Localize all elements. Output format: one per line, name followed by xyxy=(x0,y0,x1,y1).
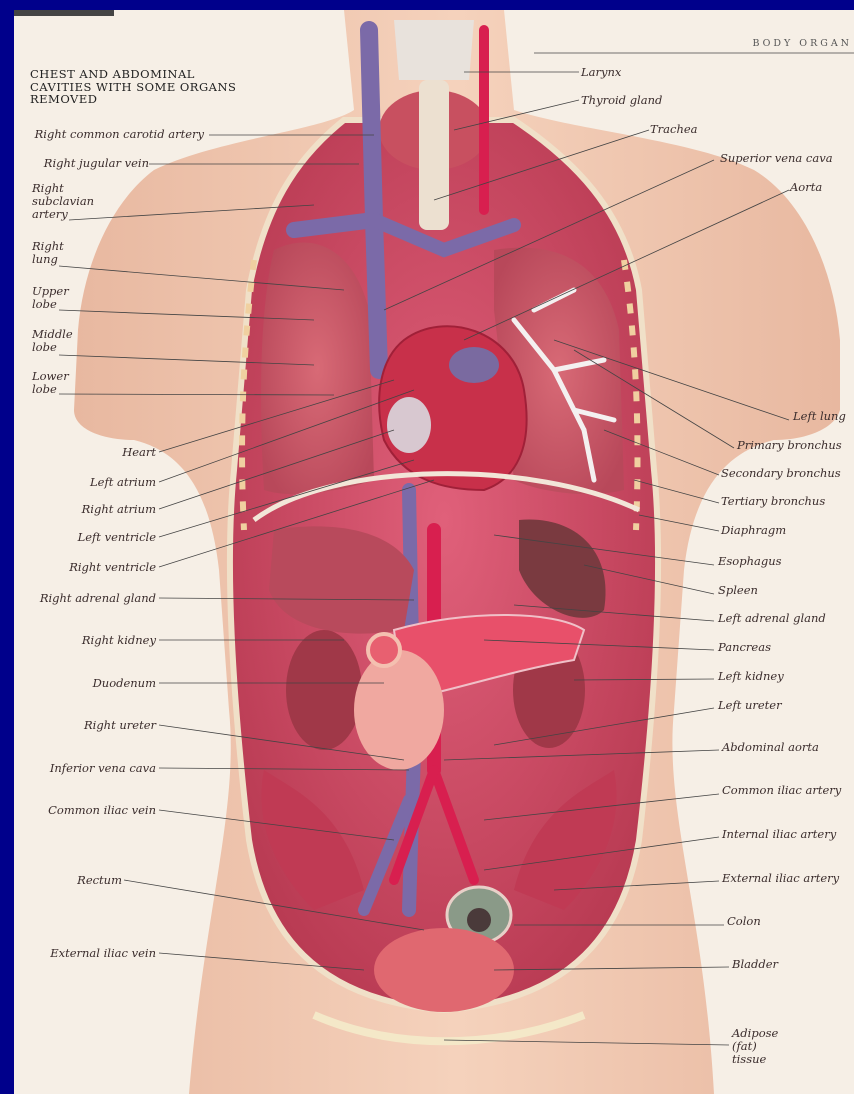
page-header: BODY ORGAN xyxy=(752,38,852,49)
label-right-subclavian-artery: Right subclavian artery xyxy=(32,182,82,221)
label-left-ureter: Left ureter xyxy=(718,699,782,712)
larynx-shape xyxy=(394,20,474,80)
label-larynx: Larynx xyxy=(581,66,621,79)
label-external-iliac-vein: External iliac vein xyxy=(50,947,156,960)
label-upper-lobe: Upper lobe xyxy=(32,285,77,311)
label-diaphragm: Diaphragm xyxy=(721,524,786,537)
label-internal-iliac-artery: Internal iliac artery xyxy=(722,828,836,841)
label-middle-lobe: Middle lobe xyxy=(32,328,82,354)
label-abdominal-aorta: Abdominal aorta xyxy=(722,741,819,754)
trachea-shape xyxy=(419,80,449,230)
label-lower-lobe: Lower lobe xyxy=(32,370,77,396)
label-external-iliac-artery: External iliac artery xyxy=(722,872,839,885)
label-right-common-carotid-artery: Right common carotid artery xyxy=(35,128,204,141)
label-left-adrenal-gland: Left adrenal gland xyxy=(718,612,826,625)
label-trachea: Trachea xyxy=(650,123,698,136)
label-primary-bronchus: Primary bronchus xyxy=(737,439,842,452)
left-atrium-shape xyxy=(449,347,499,383)
label-left-atrium: Left atrium xyxy=(90,476,156,489)
label-spleen: Spleen xyxy=(718,584,758,597)
label-right-lung: Right lung xyxy=(32,240,72,266)
colon-lumen xyxy=(467,908,491,932)
label-left-kidney: Left kidney xyxy=(718,670,784,683)
label-heart: Heart xyxy=(122,446,156,459)
torso-illustration xyxy=(14,10,854,1094)
label-left-lung: Left lung xyxy=(793,410,846,423)
label-adipose-tissue: Adipose (fat) tissue xyxy=(732,1027,792,1066)
label-colon: Colon xyxy=(727,915,761,928)
label-superior-vena-cava: Superior vena cava xyxy=(720,152,833,165)
duodenum-shape xyxy=(354,650,444,770)
figure-title: CHEST AND ABDOMINAL CAVITIES WITH SOME O… xyxy=(30,68,240,106)
label-thyroid-gland: Thyroid gland xyxy=(581,94,662,107)
bladder-shape xyxy=(374,928,514,1012)
label-right-atrium: Right atrium xyxy=(82,503,156,516)
label-right-ventricle: Right ventricle xyxy=(69,561,156,574)
label-secondary-bronchus: Secondary bronchus xyxy=(721,467,841,480)
right-atrium-shape xyxy=(387,397,431,453)
label-pancreas: Pancreas xyxy=(718,641,771,654)
label-aorta: Aorta xyxy=(790,181,822,194)
label-bladder: Bladder xyxy=(732,958,778,971)
label-rectum: Rectum xyxy=(77,874,122,887)
label-right-ureter: Right ureter xyxy=(84,719,156,732)
duodenum-ring xyxy=(368,634,400,666)
label-esophagus: Esophagus xyxy=(718,555,782,568)
label-tertiary-bronchus: Tertiary bronchus xyxy=(721,495,825,508)
label-right-adrenal-gland: Right adrenal gland xyxy=(40,592,156,605)
label-right-kidney: Right kidney xyxy=(82,634,156,647)
anatomy-plate: BODY ORGAN CHEST AND ABDOMINAL CAVITIES … xyxy=(14,10,854,1094)
right-lung-shape xyxy=(261,243,374,495)
label-left-ventricle: Left ventricle xyxy=(78,531,156,544)
label-common-iliac-vein: Common iliac vein xyxy=(48,804,156,817)
label-right-jugular-vein: Right jugular vein xyxy=(44,157,149,170)
right-kidney-shape xyxy=(286,630,362,750)
label-duodenum: Duodenum xyxy=(93,677,156,690)
label-inferior-vena-cava: Inferior vena cava xyxy=(50,762,156,775)
label-common-iliac-artery: Common iliac artery xyxy=(722,784,841,797)
